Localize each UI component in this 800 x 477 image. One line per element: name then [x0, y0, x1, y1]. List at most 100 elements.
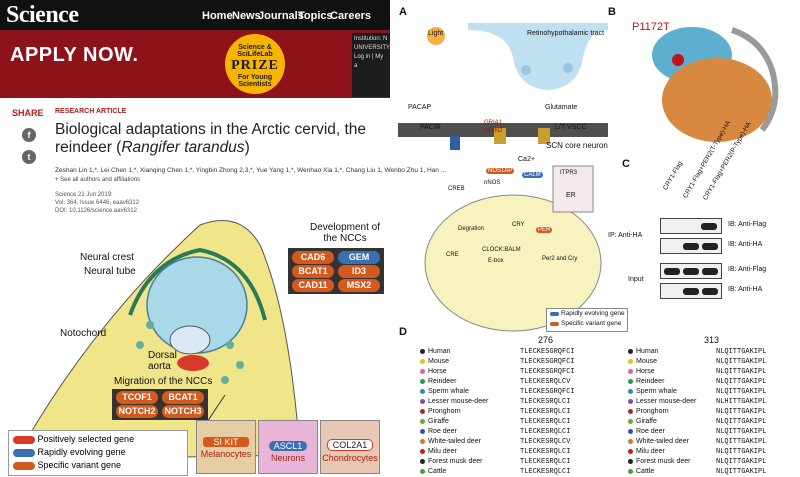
vesicle — [521, 65, 531, 75]
ncc-cell — [236, 361, 244, 369]
label-light: Light — [428, 30, 444, 37]
position-313: 313 — [704, 335, 720, 345]
publication-info: Science 21 Jun 2019: Vol. 364, Issue 644… — [55, 191, 139, 215]
node-clock: CLOCK:BALM — [482, 247, 521, 253]
sequence: TLECKESRQLCI — [520, 468, 571, 476]
neurons-label: Neurons — [270, 453, 306, 463]
ad-banner[interactable] — [0, 30, 390, 98]
blot-input-ha — [660, 283, 722, 299]
label-ip: IP: Anti-HA — [608, 232, 643, 239]
band — [702, 268, 718, 275]
ib-row-1: IB: Anti-Flag — [728, 221, 767, 228]
science-logo[interactable]: Science — [6, 2, 79, 28]
species-dot — [420, 398, 425, 404]
legend-swatch-specific — [13, 461, 35, 470]
species-name: Human — [636, 348, 659, 355]
species-dot — [628, 468, 633, 474]
species-name: Giraffe — [636, 418, 657, 425]
see-all-authors-link[interactable]: + See all authors and affiliations — [55, 177, 141, 183]
prize-badge[interactable]: Science & SciLifeLab PRIZE For Young Sci… — [225, 34, 285, 94]
panel-a-legend: Rapidly evolving gene Specific variant g… — [546, 308, 628, 332]
panel-c-label: C — [622, 158, 630, 170]
species-dot — [628, 388, 633, 394]
prize-top-text: Science & SciLifeLab — [237, 44, 273, 58]
gene-tcof1: TCOF1 — [116, 391, 158, 404]
species-dot — [420, 408, 425, 414]
nav-home[interactable]: Home — [202, 10, 233, 22]
label-input: Input — [628, 276, 644, 283]
chondrocyte-genes: COL2A1 — [327, 439, 373, 451]
species-dot — [628, 438, 633, 444]
label-migration: Migration of the NCCs — [114, 376, 213, 387]
label-per2-cry: Per2 and Cry — [542, 256, 578, 262]
label-notochord: Notochord — [60, 328, 107, 339]
circadian-pathway-diagram — [398, 23, 608, 332]
band — [701, 223, 717, 230]
ncc-cell — [146, 321, 154, 329]
species-name: Cattle — [428, 468, 447, 475]
species-dot — [628, 378, 633, 384]
twitter-icon[interactable]: t — [22, 150, 36, 164]
species-name: Milu deer — [636, 448, 665, 455]
ib-row-2: IB: Anti-HA — [728, 241, 763, 248]
species-name: Milu deer — [428, 448, 457, 455]
ib-row-3: IB: Anti-Flag — [728, 266, 767, 273]
legend-a-swatch-specific — [550, 322, 559, 326]
nav-careers[interactable]: Careers — [330, 10, 371, 22]
species-name: Sperm whale — [636, 388, 677, 395]
light-bulb — [427, 27, 445, 45]
nav-topics[interactable]: Topics — [298, 10, 333, 22]
nav-news[interactable]: News — [232, 10, 261, 22]
species-name: Mouse — [428, 358, 450, 365]
species-name: Sperm whale — [428, 388, 469, 395]
species-name: White-tailed deer — [636, 438, 689, 445]
nucleus — [424, 194, 602, 332]
facebook-icon[interactable]: f — [22, 128, 36, 142]
sequence: NLQITTGAKIPL — [716, 448, 767, 456]
prize-word: PRIZE — [231, 58, 279, 73]
species-name: Reindeer — [636, 378, 665, 385]
label-gria: GRIA1 — [484, 120, 503, 126]
melanocytes-label: Melanocytes — [200, 449, 252, 459]
node-ebox: E-box — [488, 258, 504, 264]
node-nos1ap: NOS1AP — [486, 168, 515, 174]
species-dot — [420, 418, 425, 424]
gene-legend: Positively selected gene Rapidly evolvin… — [8, 430, 188, 476]
species-dot — [420, 468, 425, 474]
gene-msx2: MSX2 — [338, 279, 380, 292]
sequence: NLQITTGAKIPL — [716, 418, 767, 426]
ad-headline[interactable]: APPLY NOW. — [10, 44, 139, 66]
species-dot — [628, 348, 633, 354]
title-species: Rangifer tarandus — [121, 139, 245, 156]
sequence: NLHITTGAKIPL — [716, 398, 767, 406]
legend-swatch-positive — [13, 435, 35, 444]
label-neural-tube: Neural tube — [84, 266, 136, 277]
label-grin: GRIN2 — [484, 128, 503, 134]
nav-journals[interactable]: Journals — [258, 10, 304, 22]
species-name: White-tailed deer — [428, 438, 481, 445]
target-melanocytes: SI KIT Melanocytes — [196, 420, 256, 474]
author-list[interactable]: Zeshan Lin 1,*, Lei Chen 1,*, Xianqing C… — [55, 167, 447, 174]
sequence: TLECKESGRQFCI — [520, 348, 575, 356]
top-navigation-bar — [0, 0, 390, 30]
species-dot — [628, 368, 633, 374]
species-name: Roe deer — [636, 428, 665, 435]
species-name: Cattle — [636, 468, 655, 475]
gene-id3: ID3 — [338, 265, 380, 278]
gene-notch2: NOTCH2 — [116, 405, 158, 418]
species-name: Pronghorn — [636, 408, 669, 415]
login-link[interactable]: Log in | My a — [354, 54, 384, 69]
alignment-row: Milu deer NLQITTGAKIPL — [628, 447, 766, 457]
alignment-row: Cattle TLECKESRQLCI — [420, 467, 570, 477]
gria-receptor — [494, 128, 506, 144]
institution-panel: Institution: N UNIVERSITY Log in | My a — [352, 33, 390, 97]
embryo-diagram — [14, 220, 316, 461]
